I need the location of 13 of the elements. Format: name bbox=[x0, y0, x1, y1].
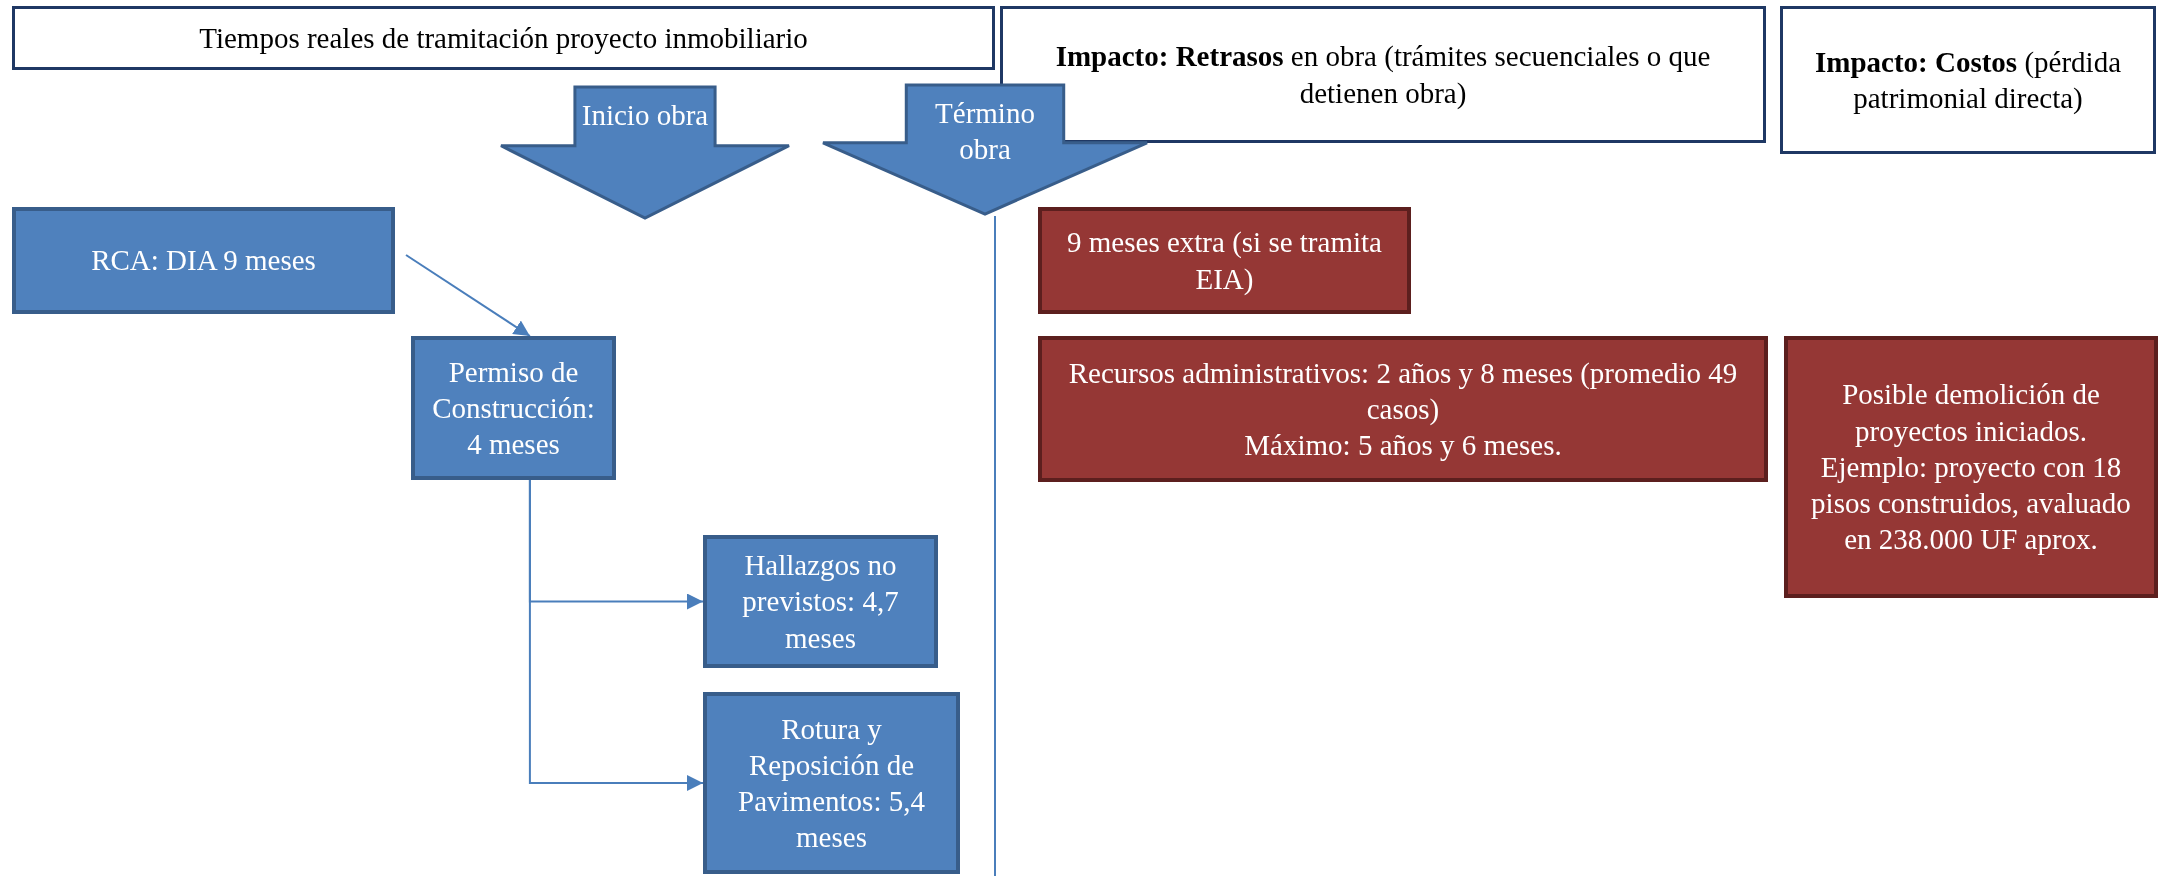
arrow bbox=[528, 479, 704, 791]
process-box: Hallazgos no previstos: 4,7 meses bbox=[703, 535, 938, 668]
impact-box: 9 meses extra (si se tramita EIA) bbox=[1038, 207, 1411, 314]
arrow bbox=[405, 254, 531, 337]
process-box: RCA: DIA 9 meses bbox=[12, 207, 395, 314]
process-box: Permiso de Construcción: 4 meses bbox=[411, 336, 616, 480]
down-arrow-shape: Inicio obra bbox=[499, 85, 791, 220]
impact-box: Posible demolición de proyectos iniciados. Ejemplo: proyecto con 18 pisos construidos, avaluado en 238.000 UF aprox. bbox=[1784, 336, 2158, 598]
impact-box: Recursos administrativos: 2 años y 8 meses (promedio 49 casos) Máximo: 5 años y 6 meses. bbox=[1038, 336, 1768, 482]
process-box: Rotura y Reposición de Pavimentos: 5,4 meses bbox=[703, 692, 960, 874]
title-box: Tiempos reales de tramitación proyecto inmobiliario bbox=[12, 6, 995, 70]
header-box: Impacto: Costos (pérdida patrimonial directa) bbox=[1780, 6, 2156, 154]
down-arrow-shape: Término obra bbox=[821, 83, 1149, 216]
